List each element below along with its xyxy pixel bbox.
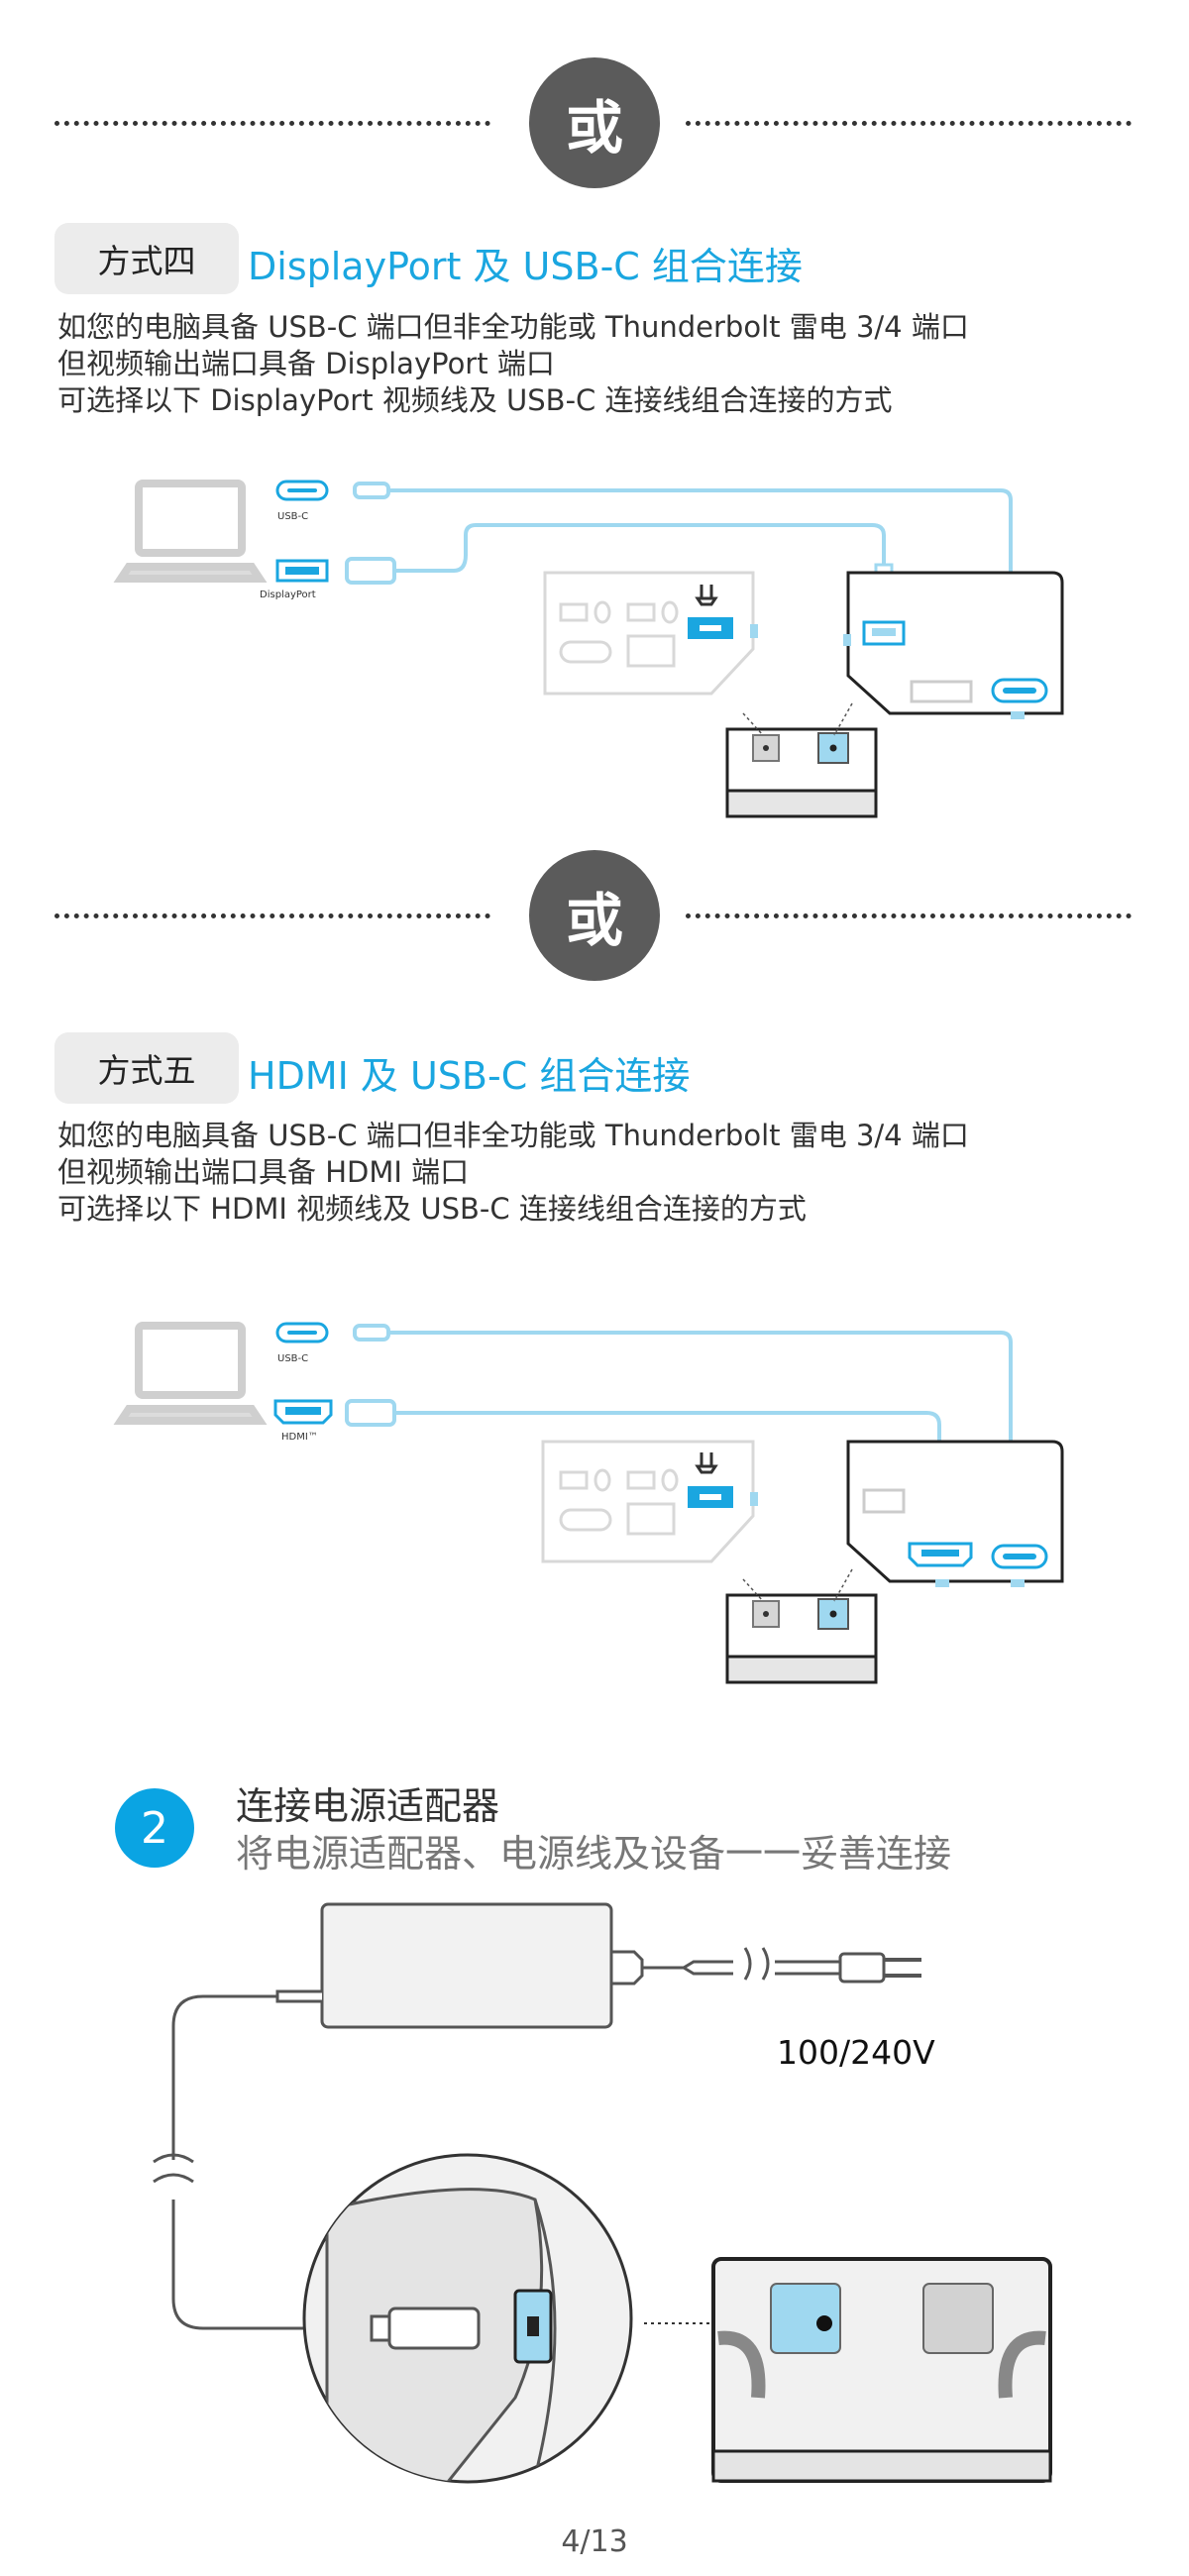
divider-left (54, 121, 490, 126)
or-badge: 或 (529, 57, 660, 188)
method-5-desc-3: 可选择以下 HDMI 视频线及 USB-C 连接线组合连接的方式 (57, 1192, 807, 1226)
laptop-icon (113, 1322, 268, 1425)
method-5-tag: 方式五 (54, 1032, 239, 1104)
voltage-label: 100/240V (777, 2033, 935, 2072)
or-badge: 或 (529, 850, 660, 981)
laptop-icon (113, 480, 268, 583)
power-plug-icon (695, 1452, 718, 1474)
method-4-desc-3: 可选择以下 DisplayPort 视频线及 USB-C 连接线组合连接的方式 (57, 383, 893, 417)
power-adapter (320, 1902, 613, 2029)
divider-right (686, 121, 1132, 126)
method-5-diagram: USB-C HDMI™ (113, 1322, 1064, 1684)
method-4-title: DisplayPort 及 USB-C 组合连接 (248, 245, 803, 288)
method-4-desc-1: 如您的电脑具备 USB-C 端口但非全功能或 Thunderbolt 雷电 3/… (57, 310, 969, 344)
dock-side-panel (843, 571, 1064, 719)
dc-plug (387, 2307, 481, 2350)
usb-c-port-label: USB-C (277, 1353, 308, 1364)
power-adapter-diagram (153, 1902, 1052, 2484)
divider-right (686, 913, 1132, 918)
ac-plug (838, 1952, 886, 1984)
method-5-desc-1: 如您的电脑具备 USB-C 端口但非全功能或 Thunderbolt 雷电 3/… (57, 1119, 969, 1152)
step-subtitle: 将电源适配器、电源线及设备一一妥善连接 (236, 1832, 952, 1876)
dock-side-panel (846, 1440, 1064, 1587)
step-number-badge: 2 (115, 1788, 194, 1868)
divider-left (54, 913, 490, 918)
method-4-tag: 方式四 (54, 223, 239, 294)
step-title: 连接电源适配器 (236, 1784, 500, 1828)
usb-c-port-label: USB-C (277, 511, 308, 522)
power-plug-icon (695, 585, 718, 606)
page-number: 4/13 (561, 2524, 628, 2559)
method-4-desc-2: 但视频输出端口具备 DisplayPort 端口 (57, 347, 555, 380)
dock-stand (725, 1568, 878, 1684)
displayport-port-label: DisplayPort (260, 590, 316, 600)
method-5-title: HDMI 及 USB-C 组合连接 (248, 1054, 691, 1098)
method-4-diagram: USB-C DisplayPort (113, 480, 1064, 818)
dock-back-panel (543, 571, 755, 696)
method-5-desc-2: 但视频输出端口具备 HDMI 端口 (57, 1155, 470, 1189)
dock-stand (725, 702, 878, 818)
hdmi-port-label: HDMI™ (281, 1432, 318, 1443)
dock-back-panel (541, 1440, 755, 1563)
